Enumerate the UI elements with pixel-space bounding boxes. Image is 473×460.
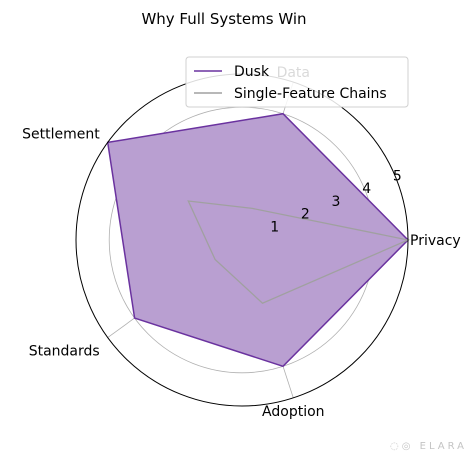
tick-label-4: 4 xyxy=(362,181,371,197)
watermark-icon: ◌◎ xyxy=(390,441,420,452)
chart-title: Why Full Systems Win xyxy=(141,10,306,28)
axis-label-settlement: Settlement xyxy=(22,126,100,142)
axis-label-privacy: Privacy xyxy=(410,233,461,249)
axis-label-standards: Standards xyxy=(29,344,100,360)
tick-label-1: 1 xyxy=(270,219,279,235)
axis-label-adoption: Adoption xyxy=(262,404,325,420)
legend-label-dusk: Dusk xyxy=(234,64,270,80)
axis-labels: PrivacyDataSettlementStandardsAdoption xyxy=(22,65,461,420)
tick-labels: 1 2 3 4 5 xyxy=(270,168,402,235)
series-layer xyxy=(106,112,411,368)
legend-box xyxy=(185,56,409,108)
tick-label-3: 3 xyxy=(332,194,341,210)
series-single-feature-chains xyxy=(187,200,411,304)
watermark-text: ELARA xyxy=(419,441,467,452)
tick-label-2: 2 xyxy=(301,207,310,223)
series-dusk xyxy=(106,112,410,368)
tick-label-5: 5 xyxy=(393,168,402,184)
legend-label-single-feature-chains: Single-Feature Chains xyxy=(234,86,387,102)
watermark: ◌◎ ELARA xyxy=(390,441,467,452)
